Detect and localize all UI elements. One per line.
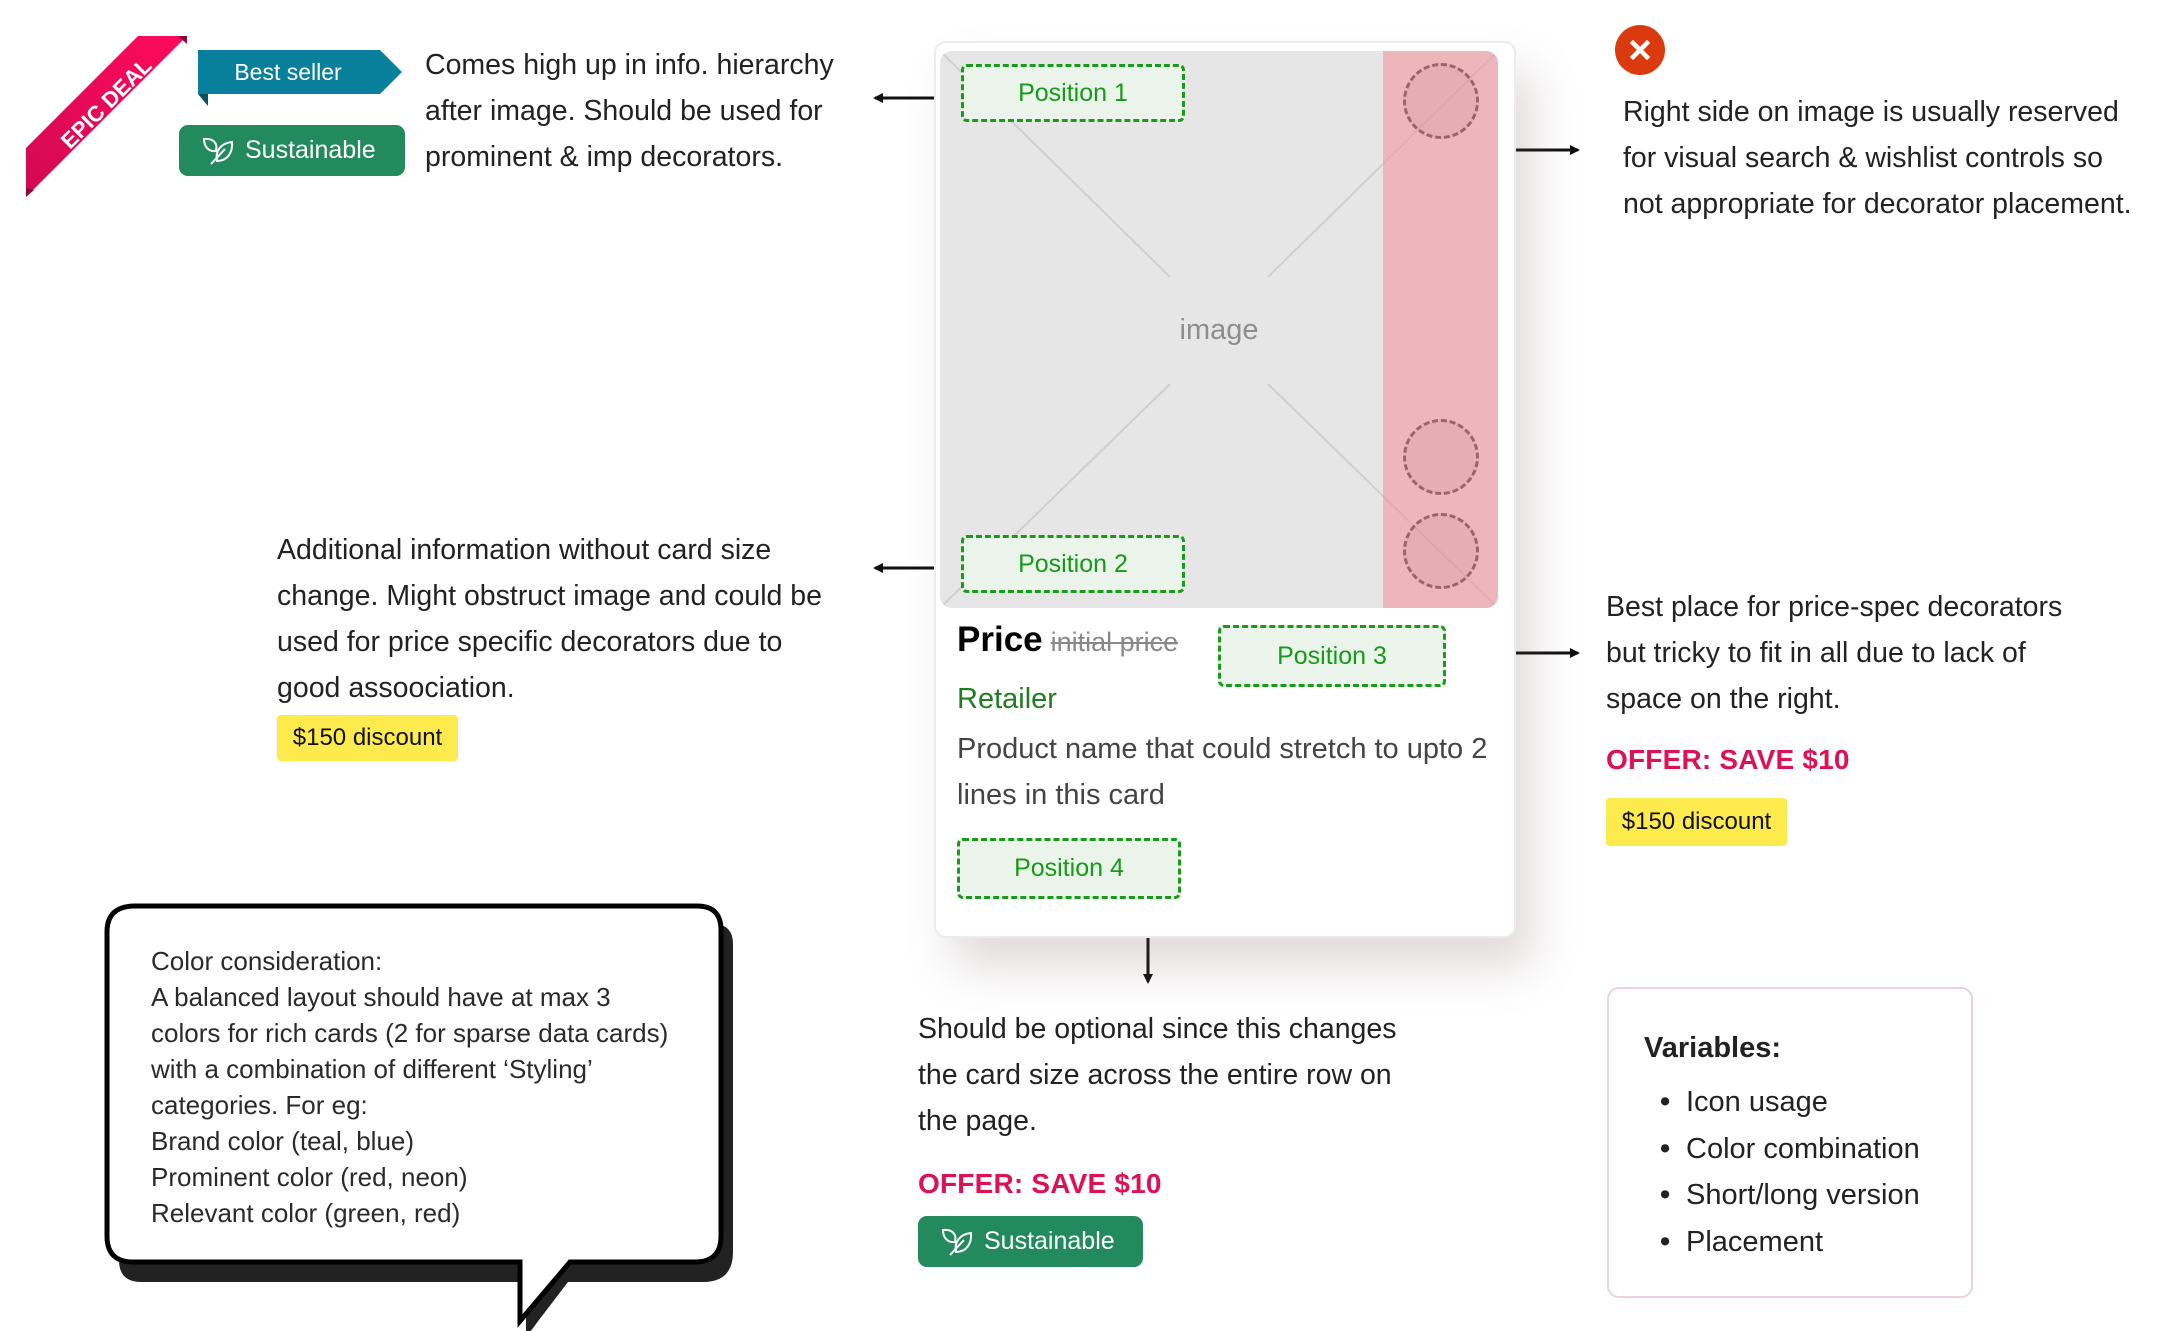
variables-item-label: Icon usage [1686, 1086, 1828, 1118]
epic-deal-ribbon: EPIC DEAL [26, 36, 187, 197]
close-circle-icon [1615, 25, 1665, 75]
product-name[interactable]: Product name that could stretch to upto … [957, 733, 1488, 811]
bullet-icon: • [1660, 1132, 1671, 1165]
offer-label-bottom: OFFER: SAVE $10 [918, 1168, 1162, 1199]
note-line: Should be optional since this changes [918, 1013, 1397, 1045]
flag-shape [198, 50, 402, 106]
leaf-icon [202, 137, 234, 165]
note-line: but tricky to fit in all due to lack of [1606, 637, 2026, 669]
retailer[interactable]: Retailer [957, 683, 1057, 715]
visual-search-control[interactable] [1403, 63, 1479, 139]
offer-label-right: OFFER: SAVE $10 [1606, 744, 1850, 775]
note-line: not appropriate for decorator placement. [1623, 188, 2132, 220]
price: Price [957, 620, 1043, 659]
variables-item: • Placement [1644, 1219, 1920, 1266]
speech-bubble [104, 903, 733, 1331]
note-line: for visual search & wishlist controls so [1623, 142, 2103, 174]
variables-list: • Icon usage • Color combination • Short/lo… [1644, 1079, 1920, 1265]
note-position1: Comes high up in info. hierarchy after i… [425, 42, 834, 180]
variables-title: Variables: [1644, 1032, 1782, 1064]
discount-badge-left: $150 discount [277, 715, 458, 761]
note-line: Additional information without card size [277, 534, 772, 566]
sustainable-badge-top: Sustainable [179, 125, 405, 176]
note-line: used for price specific decorators due t… [277, 626, 783, 658]
bullet-icon: • [1660, 1225, 1671, 1258]
variables-item: • Color combination [1644, 1126, 1920, 1173]
note-position2: Additional information without card size… [277, 527, 822, 711]
note-position3: Best place for price-spec decorators but… [1606, 584, 2062, 722]
variables-item: • Short/long version [1644, 1172, 1920, 1219]
sustainable-label: Sustainable [245, 136, 376, 164]
image-label: image [1179, 314, 1259, 346]
bullet-icon: • [1660, 1086, 1671, 1118]
bubble-line: Color consideration: [151, 946, 383, 976]
bubble-line: Prominent color (red, neon) [151, 1162, 468, 1192]
wishlist-control[interactable] [1403, 513, 1479, 589]
note-line: change. Might obstruct image and could b… [277, 580, 823, 612]
best-seller-flag: Best seller [198, 50, 404, 106]
note-line: Right side on image is usually reserved [1623, 96, 2119, 128]
note-line: prominent & imp decorators. [425, 141, 783, 173]
note-line: Best place for price-spec decorators [1606, 591, 2063, 623]
bubble-line: categories. For eg: [151, 1090, 368, 1120]
note-line: after image. Should be used for [425, 95, 823, 127]
bubble-line: Brand color (teal, blue) [151, 1126, 415, 1156]
color-consideration-text: Color consideration: A balanced layout s… [151, 943, 668, 1231]
position-2-slot: Position 2 [961, 535, 1185, 593]
sustainable-badge-bottom: Sustainable [918, 1216, 1143, 1267]
variables-item: • Icon usage [1644, 1079, 1920, 1126]
bubble-line: A balanced layout should have at max 3 [151, 982, 611, 1012]
reserved-controls-zone [1383, 51, 1498, 608]
bubble-line: Relevant color (green, red) [151, 1198, 461, 1228]
variables-item-label: Color combination [1686, 1132, 1920, 1165]
variables-item-label: Placement [1686, 1225, 1824, 1258]
image-placeholder: image Position 1 Position 2 [940, 51, 1498, 608]
leaf-icon [941, 1228, 973, 1256]
note-right-zone: Right side on image is usually reserved … [1623, 89, 2132, 227]
note-position4: Should be optional since this changes th… [918, 1006, 1397, 1144]
note-line: Comes high up in info. hierarchy [425, 49, 834, 81]
note-line: space on the right. [1606, 683, 1841, 715]
note-line: the card size across the entire row on [918, 1059, 1392, 1091]
position-3-slot: Position 3 [1218, 625, 1446, 687]
best-seller-label: Best seller [234, 59, 342, 85]
sustainable-label: Sustainable [984, 1227, 1115, 1255]
bullet-icon: • [1660, 1179, 1671, 1211]
variables-item-label: Short/long version [1686, 1179, 1920, 1211]
discount-badge-right: $150 discount [1606, 798, 1787, 846]
initial-price: initial price [1050, 627, 1179, 657]
note-line: good assoociation. [277, 672, 515, 704]
note-line: the page. [918, 1105, 1037, 1137]
control-slot[interactable] [1403, 419, 1479, 495]
variables-box: Variables: • Icon usage • Color combinatio… [1607, 987, 1973, 1298]
position-4-slot: Position 4 [957, 838, 1181, 899]
position-1-slot: Position 1 [961, 64, 1185, 122]
bubble-line: with a combination of different ‘Styling… [151, 1054, 593, 1084]
bubble-line: colors for rich cards (2 for sparse data… [151, 1018, 669, 1048]
